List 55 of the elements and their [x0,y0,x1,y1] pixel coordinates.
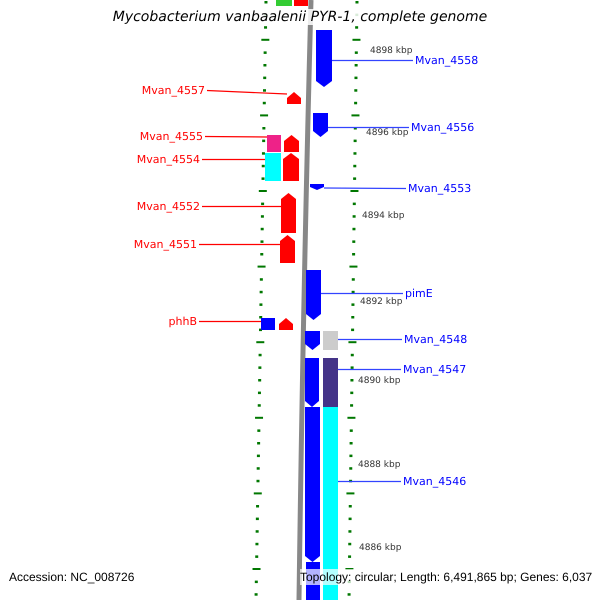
leader-line [328,126,409,128]
gene-pointer-block [287,92,301,104]
leader-line [202,206,281,208]
gene-block [323,358,338,407]
gene-block [323,331,338,350]
scale-label: 4898 kbp [370,46,412,57]
gene-label: Mvan_4548 [404,333,468,346]
leader-line [338,338,402,340]
leader-line [205,136,267,138]
leader-line [338,480,401,482]
gene-block [265,153,281,181]
gene-pointer-block [310,184,324,190]
gene-pointer-block [279,318,293,330]
leader-line [324,187,406,190]
diagram-title: Mycobacterium vanbaalenii PYR-1, complete genome [112,9,488,25]
gene-pointer-block [280,235,295,263]
gene-pointer-block [281,193,296,233]
gene-label: Mvan_4556 [411,121,474,134]
gene-pointer-block [283,153,299,181]
gene-pointer-block [284,135,299,152]
gene-block [261,318,275,330]
scale-label: 4892 kbp [360,297,402,308]
scale-label: 4886 kbp [359,543,402,554]
gene-block [276,0,292,6]
leader-line [206,90,288,95]
gene-pointer-block [316,30,332,87]
leader-line [321,292,403,294]
info-text: Topology: circular; Length: 6,491,865 bp; Genes: 6,037 [300,569,592,585]
gene-block [294,0,308,6]
gene-pointer-block [305,331,320,350]
gene-pointer-block [305,358,319,407]
gene-label: Mvan_4551 [134,238,197,251]
leader-line [199,320,261,322]
scale-label: 4896 kbp [366,128,408,139]
gene-label: pimE [405,287,433,300]
leader-line [338,368,401,370]
scale-label: 4888 kbp [358,460,400,471]
leader-line [332,60,413,62]
gene-label: phhB [168,315,197,328]
gene-label: Mvan_4547 [403,363,466,376]
scale-label: 4890 kbp [358,376,400,387]
gene-block [267,135,281,152]
gene-label: Mvan_4557 [142,84,205,97]
gene-label: Mvan_4553 [408,182,472,195]
gene-label: Mvan_4554 [136,153,200,166]
gene-pointer-block [313,113,328,137]
info-text: Accession: NC_008726 [9,569,134,585]
gene-label: Mvan_4555 [140,130,203,143]
gene-label: Mvan_4552 [136,200,200,213]
gene-label: Mvan_4558 [415,54,478,67]
leader-line [199,244,280,246]
leader-line [202,158,265,160]
gene-pointer-block [306,270,321,320]
scale-label: 4894 kbp [362,211,404,222]
gene-label: Mvan_4546 [403,475,466,488]
